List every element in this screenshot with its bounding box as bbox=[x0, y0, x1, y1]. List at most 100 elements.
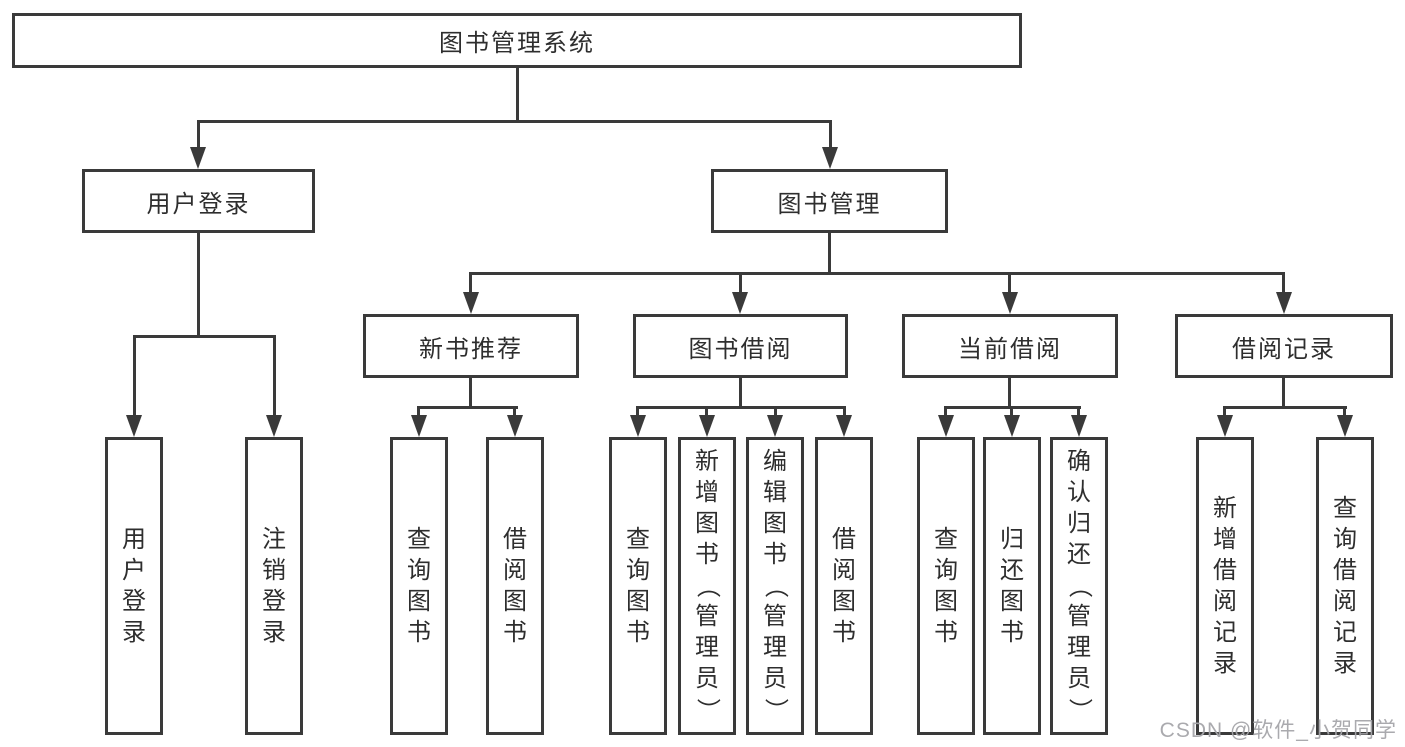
connector-line bbox=[417, 406, 518, 409]
vertical-char: （ bbox=[1066, 574, 1093, 598]
vertical-char: 书 bbox=[407, 618, 431, 646]
leaf-return-books: 归还图书 bbox=[983, 437, 1041, 735]
leaf-edit-book-admin: 编辑图书（管理员） bbox=[746, 437, 804, 735]
connector-line bbox=[133, 335, 136, 418]
vertical-char: 书 bbox=[832, 618, 856, 646]
vertical-char: 书 bbox=[1000, 618, 1024, 646]
vertical-char: 录 bbox=[1213, 649, 1237, 677]
connector-arrowhead-icon bbox=[699, 415, 715, 437]
connector-line bbox=[829, 120, 832, 150]
vertical-char: 询 bbox=[407, 556, 431, 584]
connector-arrowhead-icon bbox=[507, 415, 523, 437]
vertical-char: 借 bbox=[1213, 556, 1237, 584]
leaf-add-book-admin: 新增图书（管理员） bbox=[678, 437, 736, 735]
vertical-char: （ bbox=[694, 574, 721, 598]
vertical-char: 图 bbox=[763, 510, 787, 537]
connector-line bbox=[1008, 378, 1011, 409]
vertical-char: 新 bbox=[1213, 494, 1237, 522]
vertical-char: 阅 bbox=[503, 556, 527, 584]
connector-arrowhead-icon bbox=[1071, 415, 1087, 437]
connector-line bbox=[1223, 406, 1226, 417]
leaf-query-borrow-record: 查询借阅记录 bbox=[1316, 437, 1374, 735]
vertical-char: 录 bbox=[122, 618, 146, 646]
vertical-char: （ bbox=[762, 574, 789, 598]
leaf-query-books-recommend: 查询图书 bbox=[390, 437, 448, 735]
node-user-login: 用户登录 bbox=[82, 169, 315, 233]
connector-line bbox=[197, 120, 832, 123]
connector-arrowhead-icon bbox=[126, 415, 142, 437]
leaf-logout: 注销登录 bbox=[245, 437, 303, 735]
leaf-add-borrow-record: 新增借阅记录 bbox=[1196, 437, 1254, 735]
vertical-char: 询 bbox=[626, 556, 650, 584]
leaf-confirm-return-admin: 确认归还（管理员） bbox=[1050, 437, 1108, 735]
connector-line bbox=[843, 406, 846, 417]
vertical-char: 认 bbox=[1067, 479, 1091, 506]
vertical-char: 管 bbox=[695, 603, 719, 630]
leaf-query-books-current: 查询图书 bbox=[917, 437, 975, 735]
connector-arrowhead-icon bbox=[767, 415, 783, 437]
leaf-user-login: 用户登录 bbox=[105, 437, 163, 735]
vertical-char: 书 bbox=[626, 618, 650, 646]
vertical-char: 辑 bbox=[763, 479, 787, 506]
vertical-char: 管 bbox=[763, 603, 787, 630]
connector-arrowhead-icon bbox=[1217, 415, 1233, 437]
connector-line bbox=[469, 272, 472, 294]
node-borrow-records: 借阅记录 bbox=[1175, 314, 1393, 378]
vertical-char: 记 bbox=[1333, 618, 1357, 646]
vertical-char: 询 bbox=[934, 556, 958, 584]
leaf-query-books-borrow: 查询图书 bbox=[609, 437, 667, 735]
connector-line bbox=[1282, 272, 1285, 294]
vertical-char: 查 bbox=[626, 525, 650, 553]
node-book-borrow: 图书借阅 bbox=[633, 314, 848, 378]
vertical-char: 书 bbox=[503, 618, 527, 646]
connector-arrowhead-icon bbox=[822, 147, 838, 169]
connector-arrowhead-icon bbox=[411, 415, 427, 437]
vertical-char: 书 bbox=[934, 618, 958, 646]
vertical-char: ） bbox=[694, 698, 721, 722]
vertical-char: 图 bbox=[407, 587, 431, 615]
connector-line bbox=[516, 68, 519, 120]
connector-line bbox=[636, 406, 639, 417]
connector-arrowhead-icon bbox=[1002, 292, 1018, 314]
connector-line bbox=[469, 378, 472, 409]
vertical-char: 还 bbox=[1067, 541, 1091, 568]
connector-line bbox=[1008, 272, 1011, 294]
vertical-char: ） bbox=[1066, 698, 1093, 722]
connector-arrowhead-icon bbox=[190, 147, 206, 169]
vertical-char: 理 bbox=[763, 634, 787, 661]
connector-line bbox=[197, 120, 200, 150]
vertical-char: 用 bbox=[122, 525, 146, 553]
connector-arrowhead-icon bbox=[630, 415, 646, 437]
vertical-char: 管 bbox=[1067, 603, 1091, 630]
vertical-char: 阅 bbox=[1213, 587, 1237, 615]
connector-arrowhead-icon bbox=[1337, 415, 1353, 437]
connector-arrowhead-icon bbox=[1276, 292, 1292, 314]
connector-line bbox=[513, 406, 516, 417]
connector-line bbox=[774, 406, 777, 417]
vertical-char: 理 bbox=[1067, 634, 1091, 661]
watermark: CSDN @软件_小贺同学 bbox=[1159, 719, 1397, 742]
vertical-char: 借 bbox=[832, 525, 856, 553]
node-current-borrow-label: 当前借阅 bbox=[958, 335, 1062, 363]
vertical-char: 图 bbox=[695, 510, 719, 537]
vertical-char: 登 bbox=[122, 587, 146, 615]
vertical-char: 还 bbox=[1000, 556, 1024, 584]
connector-line bbox=[828, 233, 831, 275]
vertical-char: 查 bbox=[934, 525, 958, 553]
vertical-char: 归 bbox=[1000, 525, 1024, 553]
vertical-char: 员 bbox=[695, 665, 719, 692]
connector-line bbox=[944, 406, 947, 417]
node-root: 图书管理系统 bbox=[12, 13, 1022, 68]
vertical-char: 登 bbox=[262, 587, 286, 615]
connector-line bbox=[197, 233, 200, 335]
vertical-char: 编 bbox=[763, 448, 787, 475]
node-book-management-label: 图书管理 bbox=[777, 190, 882, 218]
vertical-char: 归 bbox=[1067, 510, 1091, 537]
connector-line bbox=[417, 406, 420, 417]
vertical-char: 查 bbox=[407, 525, 431, 553]
connector-arrowhead-icon bbox=[836, 415, 852, 437]
vertical-char: ） bbox=[762, 698, 789, 722]
vertical-char: 图 bbox=[503, 587, 527, 615]
vertical-char: 录 bbox=[262, 618, 286, 646]
